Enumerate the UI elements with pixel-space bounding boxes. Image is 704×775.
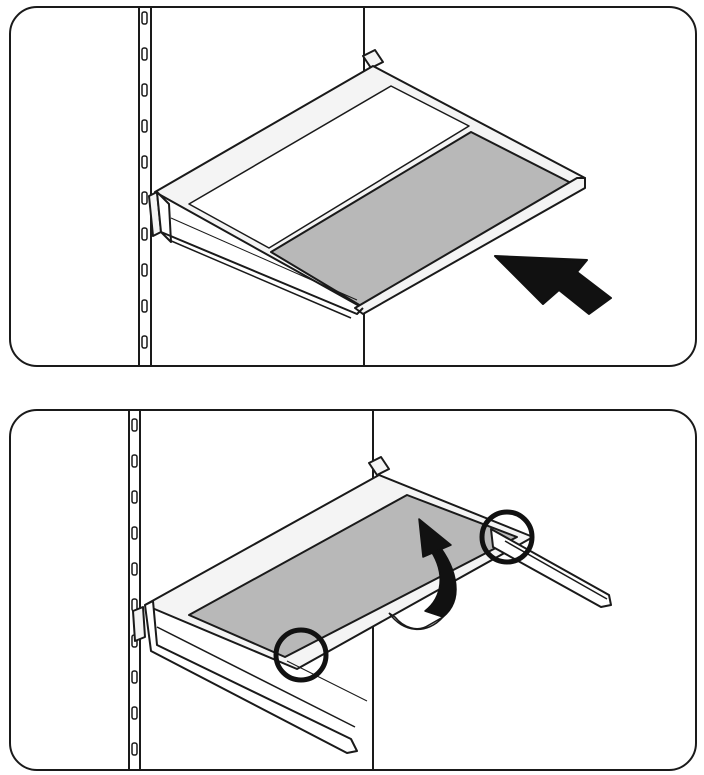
step-1-panel — [9, 6, 697, 367]
step-2-panel — [9, 409, 697, 771]
push-arrow-icon — [495, 256, 611, 314]
shelf-rail-left — [129, 411, 140, 769]
step-1-illustration — [11, 8, 695, 365]
step-2-illustration — [11, 411, 695, 769]
shelf-rail-left — [139, 8, 151, 365]
